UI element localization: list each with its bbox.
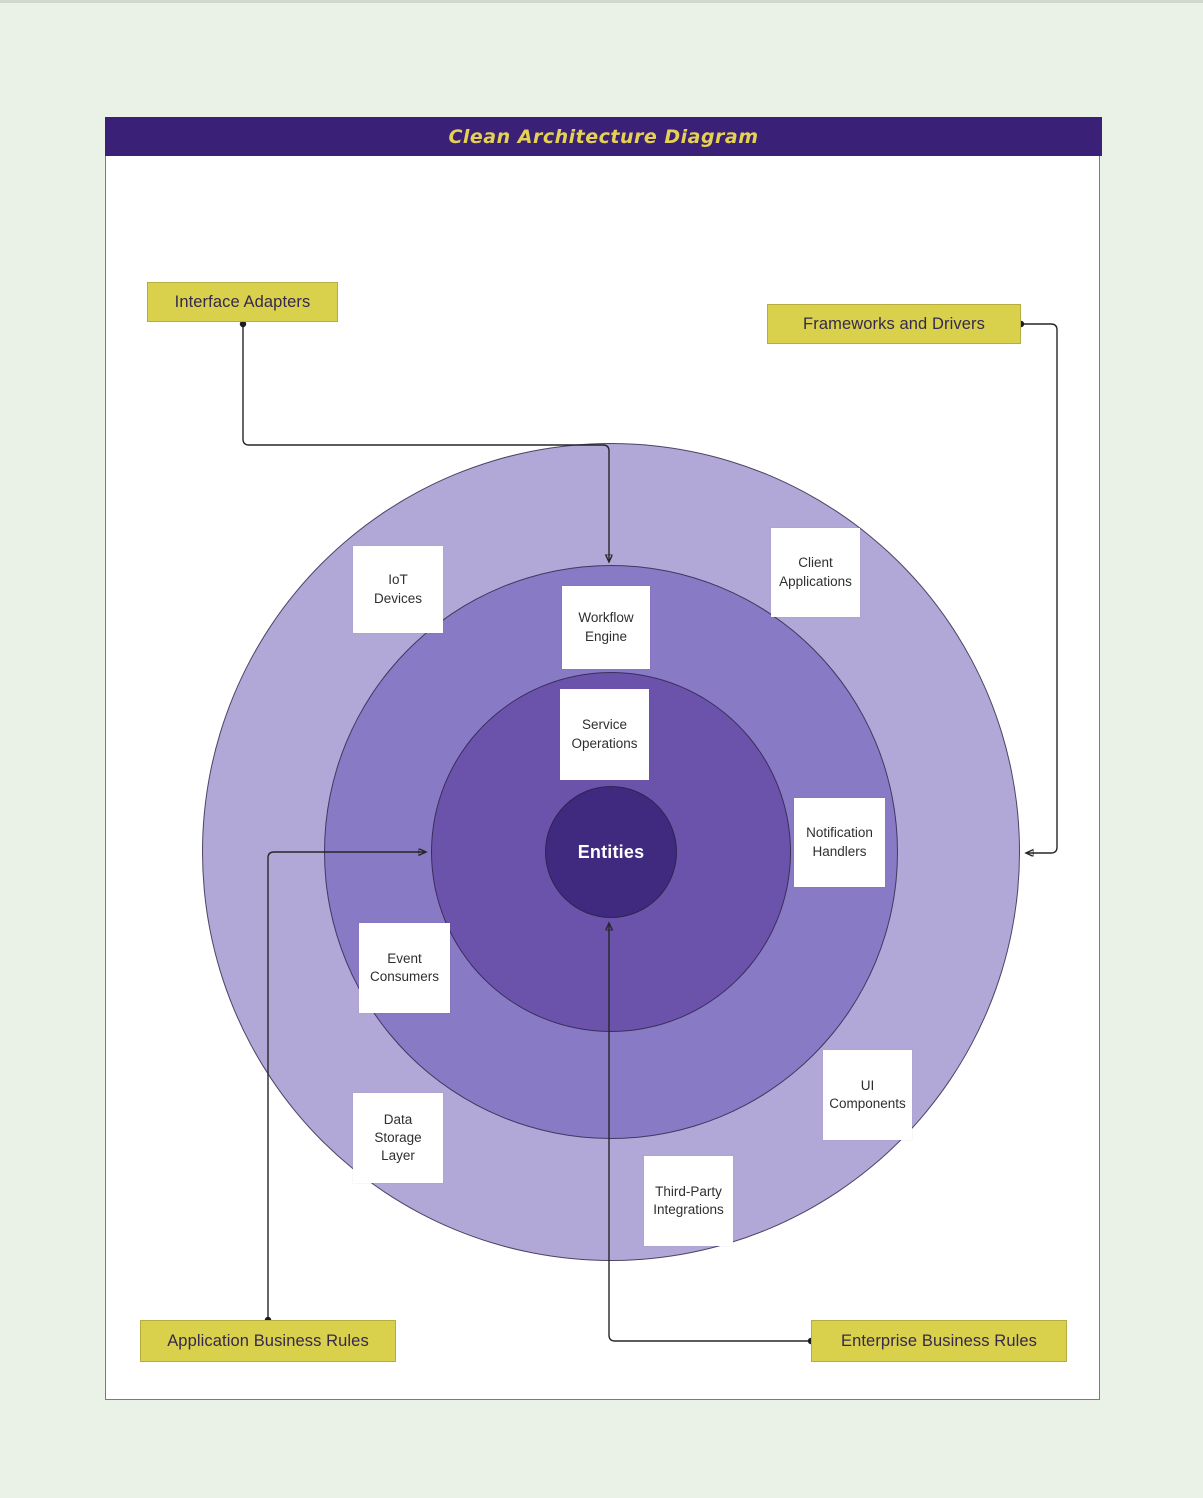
- window-edge-divider: [0, 0, 1203, 3]
- label-interface-adapters[interactable]: Interface Adapters: [147, 282, 338, 322]
- card-client-applications[interactable]: Client Applications: [771, 528, 860, 617]
- diagram-board: Entities IoT Devices Workflow Engine Ser…: [106, 118, 1099, 1399]
- connector-frameworks-and-drivers: [1021, 323, 1058, 853]
- label-application-business-rules[interactable]: Application Business Rules: [140, 1320, 396, 1362]
- diagram-title: Clean Architecture Diagram: [448, 125, 759, 148]
- card-data-storage-layer[interactable]: Data Storage Layer: [353, 1093, 443, 1183]
- card-iot-devices[interactable]: IoT Devices: [353, 546, 443, 633]
- card-service-operations[interactable]: Service Operations: [560, 689, 649, 780]
- entities-node[interactable]: Entities: [545, 786, 677, 918]
- card-notification-handlers[interactable]: Notification Handlers: [794, 798, 885, 887]
- card-workflow-engine[interactable]: Workflow Engine: [562, 586, 650, 669]
- card-ui-components[interactable]: UI Components: [823, 1050, 912, 1140]
- label-frameworks-and-drivers[interactable]: Frameworks and Drivers: [767, 304, 1021, 344]
- entities-label: Entities: [577, 841, 645, 862]
- card-event-consumers[interactable]: Event Consumers: [359, 923, 450, 1013]
- card-third-party-integrations[interactable]: Third-Party Integrations: [644, 1156, 733, 1246]
- diagram-canvas: Clean Architecture Diagram: [105, 117, 1102, 1400]
- label-enterprise-business-rules[interactable]: Enterprise Business Rules: [811, 1320, 1067, 1362]
- diagram-title-bar: Clean Architecture Diagram: [105, 117, 1102, 156]
